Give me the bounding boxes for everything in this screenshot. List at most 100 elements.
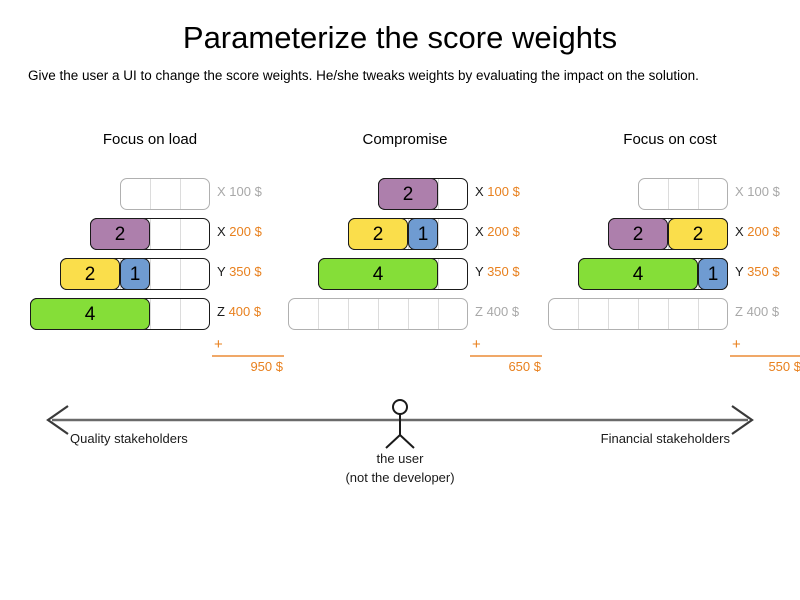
row-letter: X <box>735 184 748 199</box>
track-cell[interactable] <box>439 299 467 329</box>
track-cell[interactable] <box>639 299 669 329</box>
axis-arrow-icon <box>46 399 754 449</box>
row-letter: Y <box>217 264 230 279</box>
track-cell[interactable] <box>409 259 439 289</box>
track-cell[interactable] <box>409 299 439 329</box>
track-cell[interactable] <box>349 299 379 329</box>
row-cost-label: X 200 $ <box>735 224 780 239</box>
track-cell[interactable] <box>579 299 609 329</box>
row-cost-label: Z 400 $ <box>735 304 779 319</box>
weight-segment-green[interactable]: 4 <box>318 258 438 290</box>
weight-slider-row[interactable] <box>638 178 728 210</box>
weight-slider-row[interactable]: 4 <box>318 258 468 290</box>
track-cell[interactable] <box>439 219 467 249</box>
weight-slider-row[interactable]: 2 <box>90 218 210 250</box>
row-amount: 100 $ <box>487 184 520 199</box>
track-cell[interactable] <box>549 299 579 329</box>
weight-segment-green[interactable]: 4 <box>30 298 150 330</box>
page-subtitle: Give the user a UI to change the score w… <box>28 68 699 83</box>
track-cell[interactable] <box>151 219 181 249</box>
row-letter: X <box>475 224 488 239</box>
track-cell[interactable] <box>151 259 181 289</box>
row-amount: 400 $ <box>486 304 520 319</box>
track-cell[interactable] <box>379 299 409 329</box>
track-cell[interactable] <box>439 259 467 289</box>
row-cost-label: Z 400 $ <box>217 304 261 319</box>
track-cell[interactable] <box>121 219 151 249</box>
row-cost-label: X 100 $ <box>735 184 780 199</box>
sum-plus-icon: + <box>732 336 741 353</box>
weight-slider-track[interactable] <box>288 298 468 330</box>
axis-left-label: Quality stakeholders <box>70 431 188 446</box>
row-cost-label: X 200 $ <box>217 224 262 239</box>
row-cost-label: X 100 $ <box>475 184 520 199</box>
scenario-total-value: 950 $ <box>250 359 283 374</box>
track-cell[interactable] <box>121 259 151 289</box>
row-letter: X <box>217 224 230 239</box>
track-cell[interactable] <box>609 299 639 329</box>
track-cell[interactable] <box>439 179 467 209</box>
sum-plus-icon: + <box>214 336 223 353</box>
row-cost-label: Y 350 $ <box>475 264 520 279</box>
row-cost-label: X 200 $ <box>475 224 520 239</box>
row-letter: Z <box>475 304 487 319</box>
scenario-title: Compromise <box>362 131 448 148</box>
track-cell[interactable] <box>151 299 181 329</box>
weight-segment-blue[interactable]: 1 <box>120 258 150 290</box>
row-letter: X <box>475 184 488 199</box>
weight-segment-blue[interactable]: 1 <box>408 218 438 250</box>
weight-slider-row[interactable] <box>548 298 728 330</box>
row-amount: 400 $ <box>228 304 262 319</box>
weight-segment-green[interactable]: 4 <box>578 258 698 290</box>
weight-slider-track[interactable] <box>120 178 210 210</box>
track-cell[interactable] <box>289 299 319 329</box>
track-cell[interactable] <box>669 179 699 209</box>
weight-segment-purple[interactable]: 2 <box>608 218 668 250</box>
row-amount: 350 $ <box>487 264 520 279</box>
scenario-title: Focus on load <box>102 131 198 148</box>
weight-segment-yellow[interactable]: 2 <box>668 218 728 250</box>
weight-segment-yellow[interactable]: 2 <box>348 218 408 250</box>
track-cell[interactable] <box>121 179 151 209</box>
track-cell[interactable] <box>181 179 209 209</box>
weight-slider-row[interactable]: 4 <box>30 298 210 330</box>
row-cost-label: Y 350 $ <box>735 264 780 279</box>
stakeholder-axis: Quality stakeholders Financial stakehold… <box>0 390 800 500</box>
weight-slider-track[interactable] <box>548 298 728 330</box>
row-letter: Y <box>735 264 748 279</box>
track-cell[interactable] <box>121 299 151 329</box>
track-cell[interactable] <box>699 179 727 209</box>
weight-slider-row[interactable] <box>120 178 210 210</box>
weight-slider-row[interactable]: 2 <box>378 178 468 210</box>
weight-slider-row[interactable] <box>288 298 468 330</box>
sum-rule <box>470 355 542 357</box>
track-cell[interactable] <box>319 299 349 329</box>
row-cost-label: X 100 $ <box>217 184 262 199</box>
track-cell[interactable] <box>181 259 209 289</box>
weight-segment-yellow[interactable]: 2 <box>60 258 120 290</box>
weight-segment-purple[interactable]: 2 <box>90 218 150 250</box>
scenario-total-value: 550 $ <box>768 359 800 374</box>
track-cell[interactable] <box>181 219 209 249</box>
weight-segment-blue[interactable]: 1 <box>698 258 728 290</box>
weight-slider-track[interactable] <box>638 178 728 210</box>
row-amount: 200 $ <box>487 224 520 239</box>
track-cell[interactable] <box>639 179 669 209</box>
row-cost-label: Z 400 $ <box>475 304 519 319</box>
track-cell[interactable] <box>669 299 699 329</box>
track-cell[interactable] <box>409 179 439 209</box>
scenario-title: Focus on cost <box>623 131 717 148</box>
track-cell[interactable] <box>181 299 209 329</box>
weight-segment-purple[interactable]: 2 <box>378 178 438 210</box>
track-cell[interactable] <box>151 179 181 209</box>
user-label-line1: the user <box>376 451 424 466</box>
track-cell[interactable] <box>699 299 727 329</box>
track-cell[interactable] <box>409 219 439 249</box>
row-amount: 200 $ <box>747 224 780 239</box>
row-amount: 400 $ <box>746 304 780 319</box>
sum-rule <box>730 355 800 357</box>
